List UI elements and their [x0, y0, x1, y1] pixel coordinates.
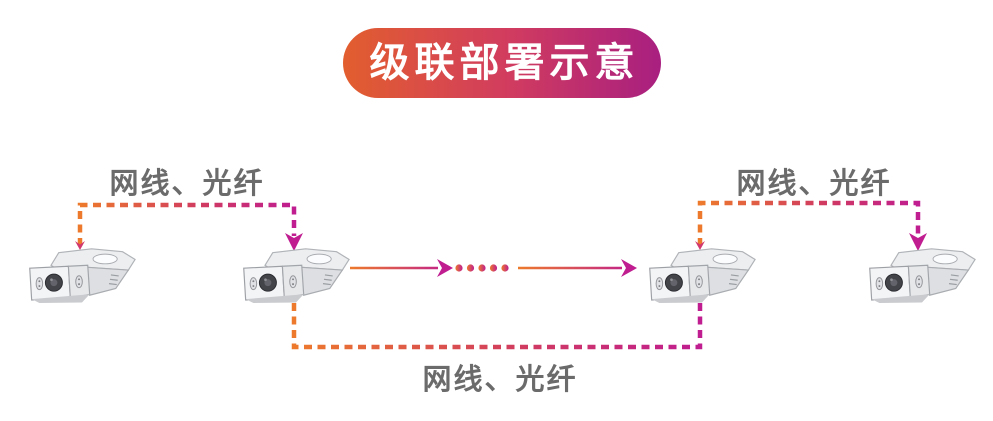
- device-1: [29, 248, 136, 304]
- cable-label-top-left: 网线、光纤: [109, 168, 265, 200]
- cascade-middle-link: [350, 259, 637, 277]
- arrow-right-icon: [621, 259, 637, 277]
- arrow-right-icon: [437, 259, 453, 277]
- device-2: [243, 248, 350, 304]
- arrow-down-small-icon: [695, 241, 705, 250]
- connector-top-right: [695, 200, 927, 251]
- arrow-down-icon: [909, 233, 927, 251]
- cable-label-top-right: 网线、光纤: [736, 168, 892, 200]
- connector-top-left: [75, 202, 303, 251]
- diagram-title-badge: 级联部署示意: [343, 28, 661, 98]
- device-3: [649, 248, 756, 304]
- arrow-down-icon: [285, 233, 303, 251]
- ellipsis-dots: [455, 264, 509, 272]
- device-4: [869, 248, 976, 304]
- cable-label-bottom: 网线、光纤: [422, 364, 578, 396]
- diagram-title: 级联部署示意: [369, 41, 640, 85]
- arrow-down-small-icon: [75, 241, 85, 250]
- connector-bottom: [291, 303, 703, 350]
